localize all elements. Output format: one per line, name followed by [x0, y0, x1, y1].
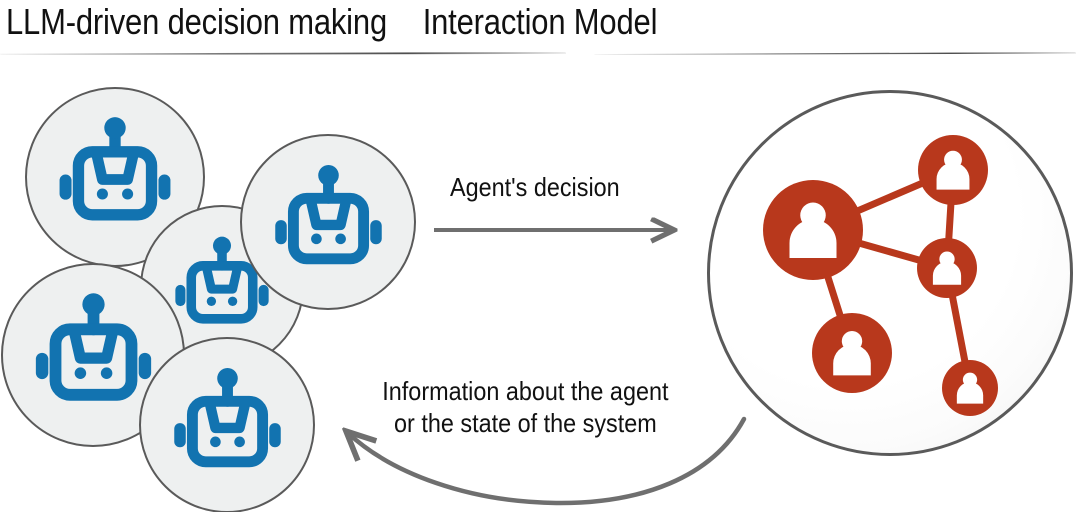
agent-decision-label: Agent's decision — [450, 172, 620, 202]
robot-eye-icon — [310, 233, 322, 244]
robot-visor-icon — [203, 395, 251, 433]
robot-antenna-icon — [104, 117, 126, 139]
robot-antenna-icon — [216, 367, 238, 389]
robot-ear-icon — [369, 219, 382, 244]
robot-eye-icon — [206, 296, 217, 306]
robot-ear-icon — [258, 284, 269, 307]
right-panel-title: Interaction Model — [422, 1, 658, 42]
robot-visor-icon — [201, 261, 243, 294]
robot-ear-icon — [138, 352, 151, 379]
feedback-label: Information about the agent or the state… — [358, 375, 693, 439]
robot-antenna-icon — [317, 164, 339, 186]
robot-eye-icon — [100, 366, 112, 379]
robot-icon — [35, 292, 151, 401]
robot-eye-icon — [96, 188, 108, 200]
network-node[interactable] — [918, 135, 988, 205]
header-divider-left — [0, 52, 566, 55]
robot-ear-icon — [158, 174, 171, 200]
header-divider-right — [594, 52, 1076, 55]
robot-eye-icon — [227, 296, 238, 306]
robot-eye-icon — [209, 436, 221, 447]
person-body-icon — [932, 261, 962, 285]
robot-eye-icon — [334, 233, 346, 244]
robot-ear-icon — [59, 174, 72, 200]
robot-icon — [274, 164, 382, 264]
robot-ear-icon — [274, 219, 287, 244]
interaction-model-circle — [707, 90, 1073, 456]
agent-bubble[interactable] — [139, 337, 315, 512]
robot-visor-icon — [67, 323, 119, 364]
feedback-label-line-1: Information about the agent — [382, 376, 669, 406]
left-panel-title: LLM-driven decision making — [6, 1, 387, 42]
robot-ear-icon — [35, 352, 48, 379]
robot-eye-icon — [233, 436, 245, 447]
network-node[interactable] — [812, 313, 892, 393]
robot-antenna-icon — [81, 292, 105, 316]
person-body-icon — [789, 219, 837, 258]
robot-ear-icon — [175, 284, 186, 307]
robot-ear-icon — [268, 422, 281, 447]
feedback-label-line-2: or the state of the system — [394, 408, 657, 438]
robot-eye-icon — [122, 188, 134, 200]
person-body-icon — [833, 344, 871, 376]
robot-visor-icon — [304, 192, 352, 230]
person-body-icon — [956, 382, 984, 404]
robot-visor-icon — [90, 146, 140, 185]
robot-icon — [59, 117, 171, 221]
network-node[interactable] — [763, 180, 863, 280]
social-network-graph — [763, 135, 998, 416]
robot-icon — [173, 367, 281, 467]
robot-ear-icon — [173, 422, 186, 447]
robot-eye-icon — [74, 366, 86, 379]
robot-icon — [175, 236, 269, 324]
network-node[interactable] — [942, 360, 998, 416]
person-body-icon — [936, 162, 970, 190]
robot-antenna-icon — [212, 236, 232, 255]
agent-bubble[interactable] — [240, 134, 416, 310]
network-node[interactable] — [917, 238, 977, 298]
